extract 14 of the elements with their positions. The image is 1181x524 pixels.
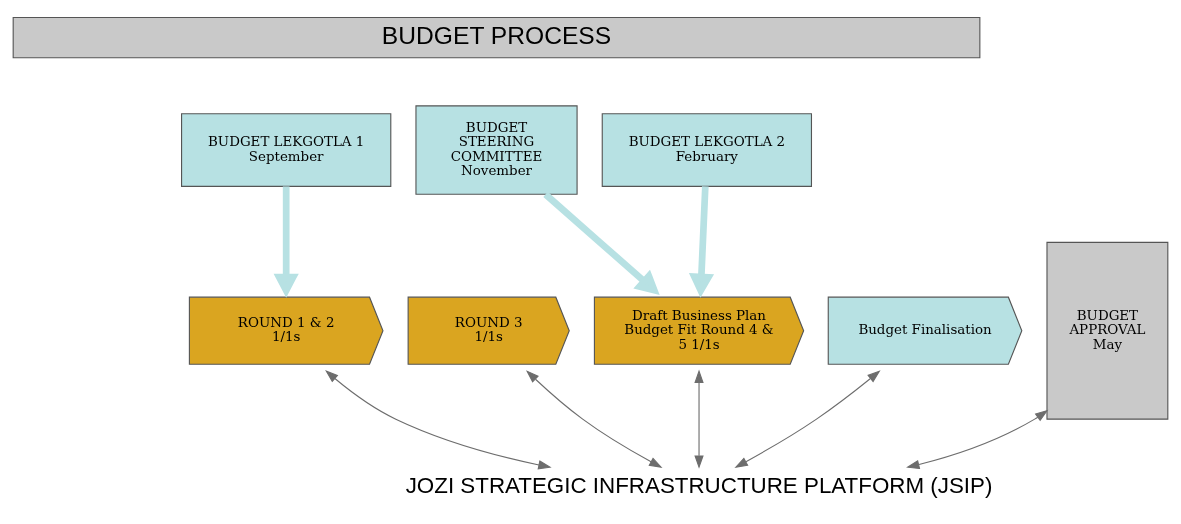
node-box: BUDGET STEERING COMMITTEE November <box>415 104 578 195</box>
arrow <box>525 369 663 468</box>
node-box: BUDGET PROCESS <box>12 16 981 58</box>
arrow <box>543 191 660 295</box>
arrow <box>273 185 299 298</box>
node-box: BUDGET LEKGOTLA 1 September <box>181 112 392 187</box>
arrow <box>734 369 881 468</box>
node-box: BUDGET APPROVAL May <box>1046 241 1169 420</box>
node-text: JOZI STRATEGIC INFRASTRUCTURE PLATFORM (JSIP) <box>405 472 993 498</box>
arrow <box>694 369 704 469</box>
arrow <box>688 185 715 298</box>
arrow <box>906 409 1049 469</box>
node-box: BUDGET LEKGOTLA 2 February <box>601 112 813 187</box>
arrow <box>325 369 552 469</box>
